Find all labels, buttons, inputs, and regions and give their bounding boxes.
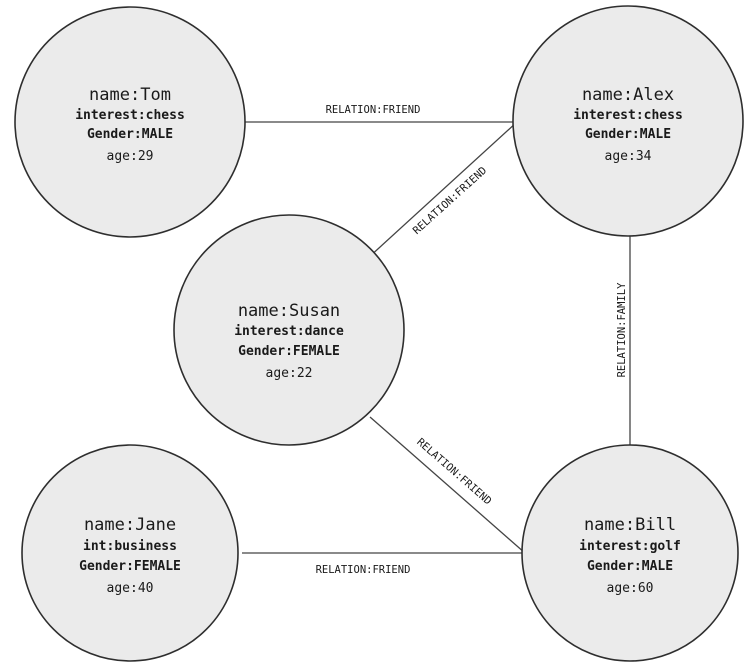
edge-susan-bill [369,416,526,554]
node-name: name:Susan [238,301,340,321]
node-circle [521,444,739,662]
node-name: name:Alex [582,85,674,105]
node-gender: Gender:FEMALE [238,344,340,359]
node-gender: Gender:MALE [87,127,173,142]
node-circle [512,5,744,237]
node-gender: Gender:FEMALE [79,559,181,574]
node-age: age:60 [607,581,654,596]
node-interest: int:business [83,539,177,554]
node-bill[interactable]: name:Bill interest:golf Gender:MALE age:… [521,444,739,662]
node-gender: Gender:MALE [585,127,671,142]
edge-label-susan-bill: RELATION:FRIEND [414,436,493,507]
node-age: age:40 [107,581,154,596]
node-name: name:Tom [89,85,171,105]
node-gender: Gender:MALE [587,559,673,574]
node-jane[interactable]: name:Jane int:business Gender:FEMALE age… [21,444,239,662]
node-age: age:29 [107,149,154,164]
edge-label-tom-alex: RELATION:FRIEND [326,104,421,116]
edge-label-susan-alex: RELATION:FRIEND [411,165,490,237]
node-tom[interactable]: name:Tom interest:chess Gender:MALE age:… [14,6,246,238]
node-name: name:Bill [584,515,676,535]
edge-susan-alex [367,121,518,259]
node-age: age:34 [605,149,652,164]
node-circle [173,214,405,446]
node-circle [14,6,246,238]
edge-label-jane-bill: RELATION:FRIEND [316,564,411,576]
edge-label-alex-bill: RELATION:FAMILY [616,282,628,378]
node-name: name:Jane [84,515,176,535]
node-interest: interest:chess [75,108,185,123]
node-susan[interactable]: name:Susan interest:dance Gender:FEMALE … [173,214,405,446]
node-interest: interest:dance [234,324,344,339]
node-circle [21,444,239,662]
node-alex[interactable]: name:Alex interest:chess Gender:MALE age… [512,5,744,237]
edges [242,121,631,554]
node-interest: interest:chess [573,108,683,123]
node-interest: interest:golf [579,539,681,554]
node-age: age:22 [266,366,313,381]
